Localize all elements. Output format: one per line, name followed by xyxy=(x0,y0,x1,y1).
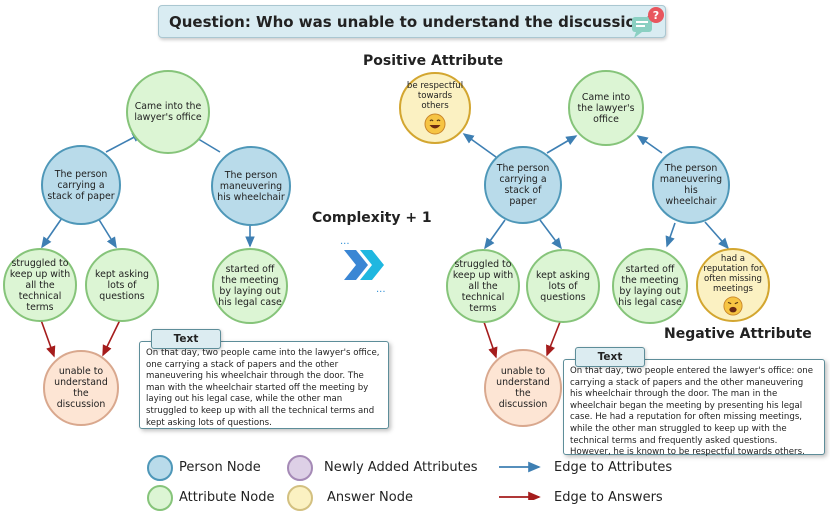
text-label: Text xyxy=(173,333,199,345)
attribute-node-kept-asking: kept asking lots of questions xyxy=(85,248,159,322)
node-label: Came into the lawyer's office xyxy=(577,91,635,125)
edge-to-answer xyxy=(40,319,121,358)
legend-answer-swatch xyxy=(287,485,313,511)
left-text-label: Text xyxy=(151,329,221,349)
context-text: On that day, two people entered the lawy… xyxy=(570,366,814,458)
legend-edge-arrows xyxy=(499,461,541,500)
attribute-node-struggled: struggled to keep up with all the techni… xyxy=(446,249,520,323)
node-label: unable to understand the discussion xyxy=(54,366,108,410)
person-node-stack-of-paper: The person carrying a stack of paper xyxy=(41,145,121,225)
text-label: Text xyxy=(597,351,623,363)
edge-to-answer xyxy=(483,321,561,359)
question-text: Question: Who was unable to understand t… xyxy=(169,12,656,31)
legend-attribute-swatch xyxy=(147,485,173,511)
node-label: kept asking lots of questions xyxy=(535,269,591,303)
right-text-label: Text xyxy=(575,347,645,367)
legend-new-attribute-label: Newly Added Attributes xyxy=(324,460,478,475)
legend-new-attribute-swatch xyxy=(287,455,313,481)
double-chevron-icon: ... ... xyxy=(340,236,386,295)
person-node-stack-of-paper: The person carrying a stack of paper xyxy=(484,146,562,224)
person-node-wheelchair: The person maneuvering his wheelchair xyxy=(211,146,291,226)
node-label: be respectful towards others xyxy=(406,81,464,111)
new-attribute-node-reputation: had a reputation for often missing meeti… xyxy=(696,248,770,322)
node-label: The person carrying a stack of paper xyxy=(496,163,550,207)
node-label: Came into the lawyer's office xyxy=(134,101,202,123)
node-label: The person carrying a stack of paper xyxy=(47,168,115,202)
node-label: kept asking lots of questions xyxy=(94,268,150,302)
frowning-emoji-icon xyxy=(723,296,743,316)
smiling-emoji-icon xyxy=(424,113,446,135)
left-text-box: On that day, two people came into the la… xyxy=(139,341,389,429)
svg-text:?: ? xyxy=(653,9,659,22)
person-node-wheelchair: The person maneuvering his wheelchair xyxy=(652,146,730,224)
answer-node-unable-to-understand: unable to understand the discussion xyxy=(43,350,119,426)
legend-answer-label: Answer Node xyxy=(327,490,413,505)
new-attribute-node-respectful: be respectful towards others xyxy=(399,72,471,144)
edge-to-attribute xyxy=(462,133,730,250)
legend-person-swatch xyxy=(147,455,173,481)
attribute-node-started-off: started off the meeting by laying out hi… xyxy=(612,248,688,324)
svg-text:...: ... xyxy=(376,284,386,295)
attribute-node-struggled: struggled to keep up with all the techni… xyxy=(3,248,77,322)
legend-attribute-label: Attribute Node xyxy=(179,490,275,505)
context-text: On that day, two people came into the la… xyxy=(146,348,380,428)
node-label: had a reputation for often missing meeti… xyxy=(703,254,763,294)
node-label: started off the meeting by laying out hi… xyxy=(218,264,282,308)
positive-attribute-heading: Positive Attribute xyxy=(363,53,504,69)
node-label: unable to understand the discussion xyxy=(496,366,550,410)
attribute-node-came-into-office: Came into the lawyer's office xyxy=(568,70,644,146)
node-label: The person maneuvering his wheelchair xyxy=(217,169,285,203)
answer-node-unable-to-understand: unable to understand the discussion xyxy=(484,349,562,427)
legend-edge-attributes-label: Edge to Attributes xyxy=(554,460,673,475)
legend-edge-answers-label: Edge to Answers xyxy=(554,490,663,505)
attribute-node-kept-asking: kept asking lots of questions xyxy=(526,249,600,323)
legend-person-label: Person Node xyxy=(179,460,261,475)
node-label: The person maneuvering his wheelchair xyxy=(659,163,723,207)
complexity-label: Complexity + 1 xyxy=(312,210,432,226)
right-text-box: On that day, two people entered the lawy… xyxy=(563,359,825,458)
node-label: struggled to keep up with all the techni… xyxy=(452,258,514,314)
attribute-node-started-off: started off the meeting by laying out hi… xyxy=(212,248,288,324)
negative-attribute-heading: Negative Attribute xyxy=(664,326,812,342)
node-label: started off the meeting by laying out hi… xyxy=(618,264,682,308)
question-banner: Question: Who was unable to understand t… xyxy=(158,5,666,38)
svg-text:...: ... xyxy=(340,236,350,247)
attribute-node-came-into-office: Came into the lawyer's office xyxy=(126,70,210,154)
node-label: struggled to keep up with all the techni… xyxy=(9,257,71,313)
chat-question-icon: ? xyxy=(632,7,664,38)
